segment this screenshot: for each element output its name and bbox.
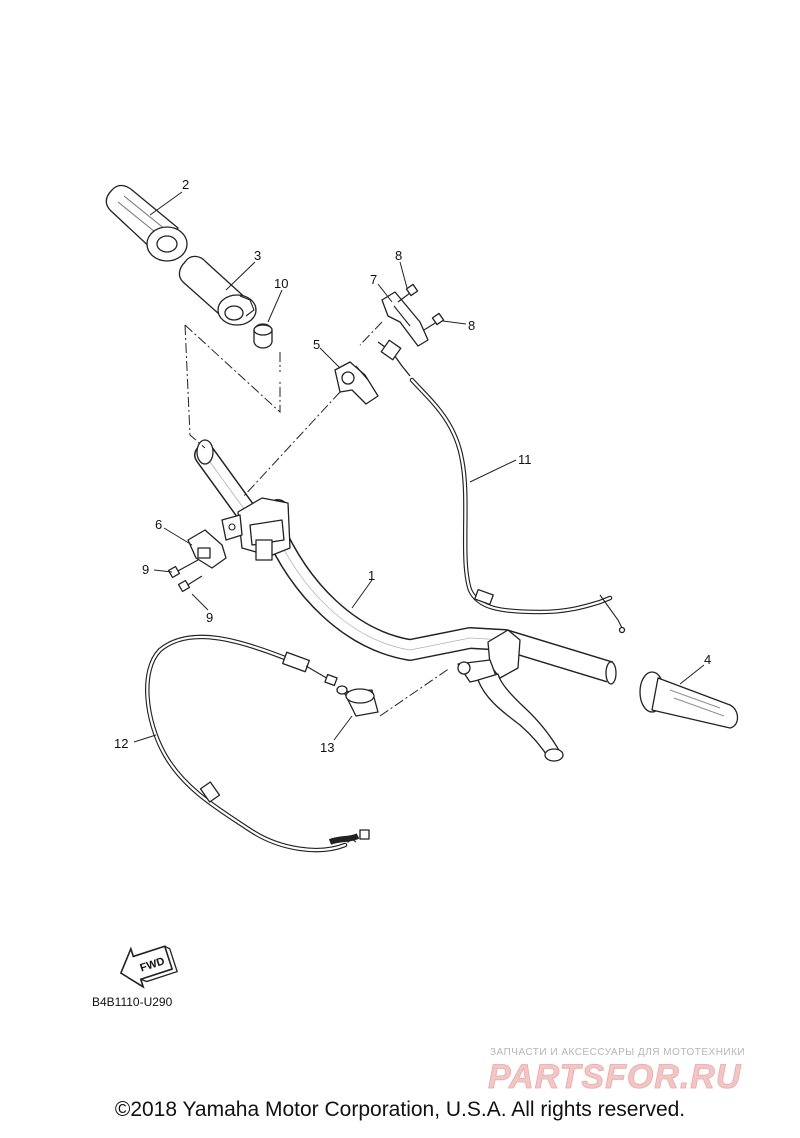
left-grip (105, 184, 188, 262)
diagram-code: B4B1110-U290 (92, 995, 173, 1009)
callout-11: 11 (518, 452, 532, 467)
throttle-housing-cap (187, 529, 227, 569)
clutch-lever (477, 673, 564, 762)
fwd-arrow-icon: FWD (119, 945, 178, 989)
cable-adjuster (336, 685, 379, 717)
callouts: 2 3 10 8 7 8 5 11 6 9 9 1 4 12 13 (114, 177, 711, 755)
throttle-cable (377, 339, 626, 634)
callout-9-lower: 9 (206, 610, 213, 625)
clutch-cable (145, 634, 370, 853)
assembly-line-bracket (359, 321, 383, 346)
watermark-brand: PARTSFOR.RU (488, 1058, 742, 1096)
right-grip (639, 671, 739, 729)
screw-top (397, 283, 419, 303)
cable-bracket (381, 291, 429, 347)
leader-lines (133, 191, 705, 743)
callout-3: 3 (254, 248, 261, 263)
callout-8-right: 8 (468, 318, 475, 333)
screw-9-lower (177, 575, 203, 593)
callout-9-upper: 9 (142, 562, 149, 577)
assembly-line-holder (242, 391, 341, 498)
callout-7: 7 (370, 272, 377, 287)
callout-6: 6 (155, 517, 162, 532)
callout-13: 13 (320, 740, 334, 755)
screw-9-upper (167, 559, 199, 579)
assembly-line-left (184, 324, 281, 449)
watermark-tagline: ЗАПЧАСТИ И АКСЕССУАРЫ ДЛЯ МОТОТЕХНИКИ (490, 1047, 745, 1058)
screw-right (423, 312, 445, 331)
callout-4: 4 (704, 652, 711, 667)
callout-2: 2 (182, 177, 189, 192)
throttle-housing (334, 361, 379, 405)
callout-12: 12 (114, 736, 128, 751)
left-switch-housing (221, 497, 291, 561)
watermark: ЗАПЧАСТИ И АКСЕССУАРЫ ДЛЯ МОТОТЕХНИКИ PA… (488, 1047, 745, 1096)
callout-1: 1 (368, 568, 375, 583)
assembly-line-adjuster (379, 667, 451, 717)
callout-8-top: 8 (395, 248, 402, 263)
copyright-notice: ©2018 Yamaha Motor Corporation, U.S.A. A… (114, 1098, 686, 1121)
clutch-lever-holder (457, 629, 521, 683)
collar (253, 323, 273, 349)
callout-10: 10 (274, 276, 288, 291)
throttle-tube (178, 255, 257, 326)
callout-5: 5 (313, 337, 320, 352)
